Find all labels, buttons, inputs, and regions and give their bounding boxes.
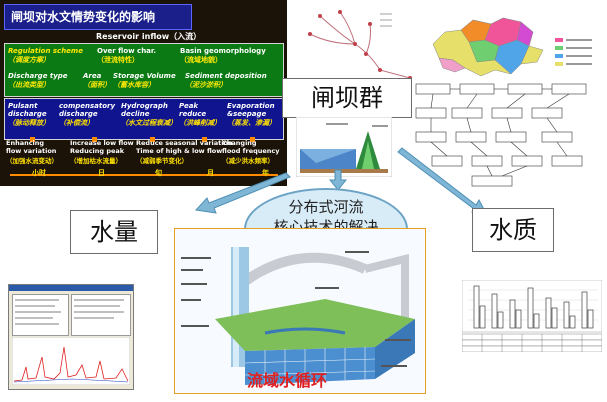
factor-regulation-scheme: Regulation scheme（调度方案） (8, 47, 83, 64)
factor-discharge-type: Discharge type（出流类型） (8, 72, 68, 89)
factor-storage-volume: Storage Volume（蓄水库容） (113, 72, 176, 89)
connector-marker (30, 137, 35, 142)
reservoir-operation-flowchart (415, 83, 587, 187)
basin-map (432, 17, 592, 77)
water-cycle-diagram: 流域水循环 (174, 228, 426, 394)
timescale-day: 日 (98, 169, 105, 177)
model-software-window (8, 284, 134, 390)
factors-box: Regulation scheme（调度方案） Over flow char.（… (4, 43, 284, 97)
core-tech-line1: 分布式河流 (288, 198, 364, 216)
factor-overflow-char: Over flow char.（泄流特性） (97, 47, 157, 64)
timescale-line (10, 174, 278, 176)
timescale-hour: 小时 (32, 169, 46, 177)
window-title-bar (9, 285, 133, 291)
timescale-dekad: 旬 (155, 169, 162, 177)
hydrograph-plot (12, 337, 130, 385)
dam-group-label: 闸坝群 (282, 78, 412, 118)
water-quantity-label: 水量 (70, 210, 158, 254)
factor-sediment-deposition: Sediment deposition（泥沙淤积） (185, 72, 267, 89)
water-quality-bar-chart (462, 280, 602, 352)
river-network-diagram (308, 10, 412, 80)
effect-evaporation-seepage: Evaporation&seepage（蒸发、渗漏） (227, 102, 276, 127)
reservoir-inflow-label: Reservoir inflow（入流） (96, 32, 202, 41)
water-quality-label: 水质 (472, 208, 554, 252)
connector-marker (150, 137, 155, 142)
timescale-month: 月 (207, 169, 214, 177)
connector-marker (92, 137, 97, 142)
impact-panel-title: 闸坝对水文情势变化的影响 (4, 4, 192, 30)
basin-water-cycle-label: 流域水循环 (247, 371, 328, 390)
connector-marker (202, 137, 207, 142)
factor-basin-geomorphology: Basin geomorphology（流域地貌） (180, 47, 266, 64)
connector-marker (250, 137, 255, 142)
reservoir-cross-section (296, 117, 392, 177)
timescale-year: 年 (262, 169, 269, 177)
parameter-panel (71, 294, 131, 336)
water-cycle-illustration (181, 247, 415, 385)
data-list-panel (12, 294, 69, 336)
impact-panel: 闸坝对水文情势变化的影响 Reservoir inflow（入流） Regula… (0, 0, 287, 186)
factor-area: Area（面积） (83, 72, 111, 89)
